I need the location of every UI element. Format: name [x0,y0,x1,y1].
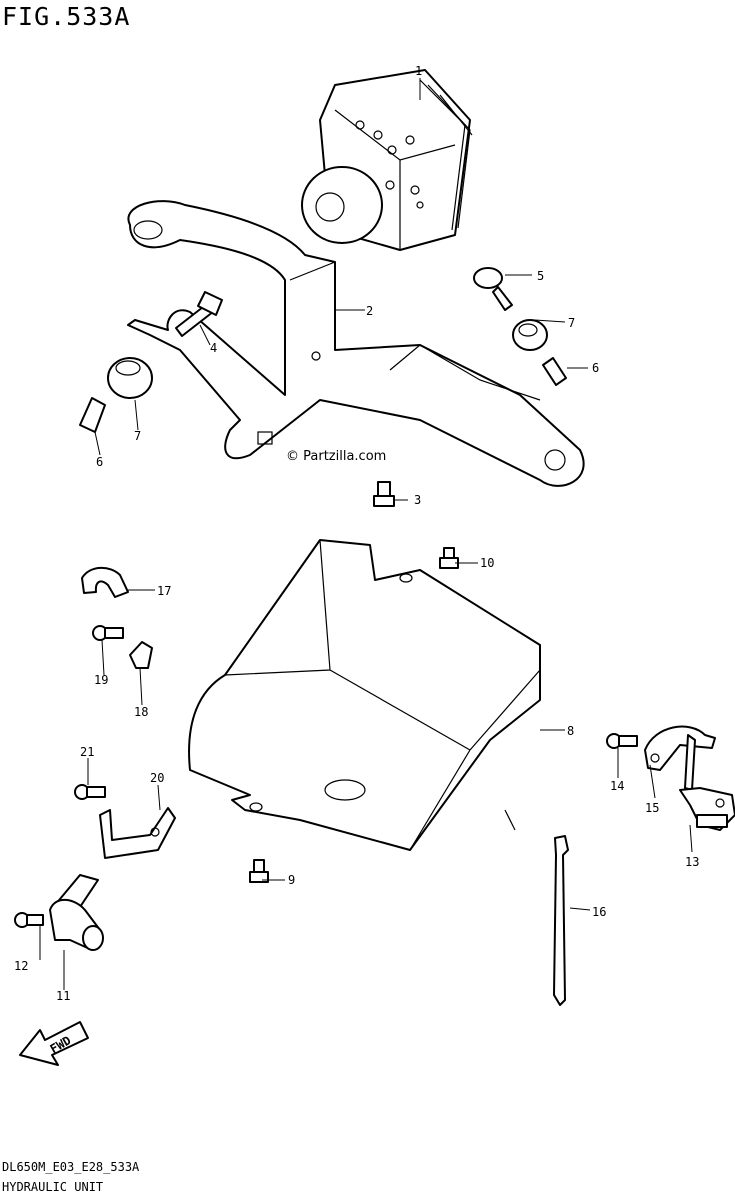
cable-tie-16[interactable] [553,835,569,1006]
callout-12: 12 [14,959,28,973]
collar-6-right[interactable] [542,357,567,386]
nut-10[interactable] [439,547,459,569]
callout-2: 2 [366,304,373,318]
washer-5[interactable] [473,267,513,311]
hydraulic-unit[interactable] [301,69,473,251]
bolt-14[interactable] [606,733,638,749]
bracket-20[interactable] [99,807,176,859]
leader-lines [39,78,693,990]
figure-code: DL650M_E03_E28_533A [2,1160,140,1174]
clamp-18[interactable] [129,641,153,669]
bolt-21[interactable] [74,784,106,800]
callout-17: 17 [157,584,171,598]
callout-6-right: 6 [592,361,599,375]
bolt-3[interactable] [373,481,395,507]
watermark: © Partzilla.com [286,449,386,464]
tray-8[interactable] [188,539,541,851]
callout-13: 13 [685,855,699,869]
callout-16: 16 [592,905,606,919]
sensor-13[interactable] [679,734,735,831]
callout-7-right: 7 [568,316,575,330]
callout-18: 18 [134,705,148,719]
bracket-15[interactable] [644,725,716,771]
clamp-17[interactable] [81,566,129,598]
bolt-12[interactable] [14,912,44,928]
bolt-9[interactable] [249,859,269,883]
callout-21: 21 [80,745,94,759]
grommet-7-right[interactable] [512,319,548,351]
callout-11: 11 [56,989,70,1003]
callout-14: 14 [610,779,624,793]
callout-5: 5 [537,269,544,283]
callouts: 1 2 3 4 5 6 6 7 7 8 9 10 11 12 13 14 15 … [14,64,699,1003]
callout-3: 3 [414,493,421,507]
callout-4: 4 [210,341,217,355]
figure-title: FIG.533A [2,2,131,31]
callout-10: 10 [480,556,494,570]
callout-20: 20 [150,771,164,785]
callout-19: 19 [94,673,108,687]
callout-6-left: 6 [96,455,103,469]
callout-15: 15 [645,801,659,815]
callout-1: 1 [415,64,422,78]
figure-name: HYDRAULIC UNIT [2,1180,104,1194]
bolt-19[interactable] [92,625,124,641]
bolt-4[interactable] [175,291,223,337]
grommet-7-left[interactable] [107,357,153,399]
collar-6-left[interactable] [79,397,106,433]
sensor-11[interactable] [49,874,104,951]
unit-bracket[interactable] [127,200,585,487]
fwd-arrow-icon: FWD [19,1021,89,1066]
callout-9: 9 [288,873,295,887]
callout-8: 8 [567,724,574,738]
callout-7-left: 7 [134,429,141,443]
